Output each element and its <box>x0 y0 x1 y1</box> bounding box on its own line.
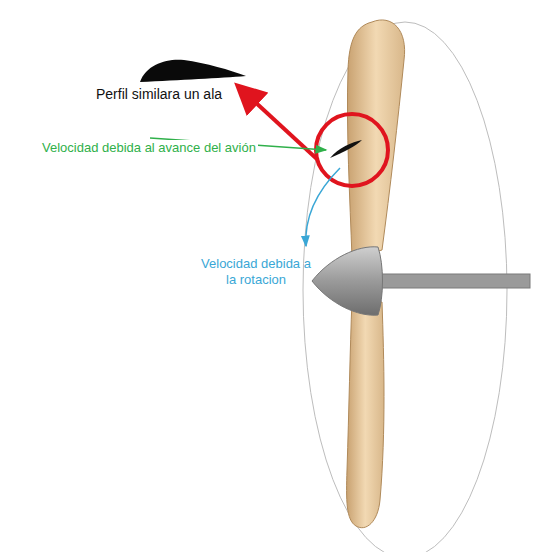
propeller-blade <box>347 300 384 528</box>
airfoil-profile <box>140 60 246 82</box>
velocity-label: Velocidad debida al avance del avión <box>40 140 258 156</box>
rotation-label: Velocidad debida a la rotacion <box>196 256 316 287</box>
profile-label: Perfil similara un ala <box>96 86 222 103</box>
shaft <box>370 274 530 288</box>
blade-section <box>330 140 362 158</box>
spinner-cone <box>312 247 383 315</box>
propeller-blade <box>347 20 404 258</box>
highlight-circle <box>316 114 388 186</box>
rotation-arrow <box>306 168 340 246</box>
